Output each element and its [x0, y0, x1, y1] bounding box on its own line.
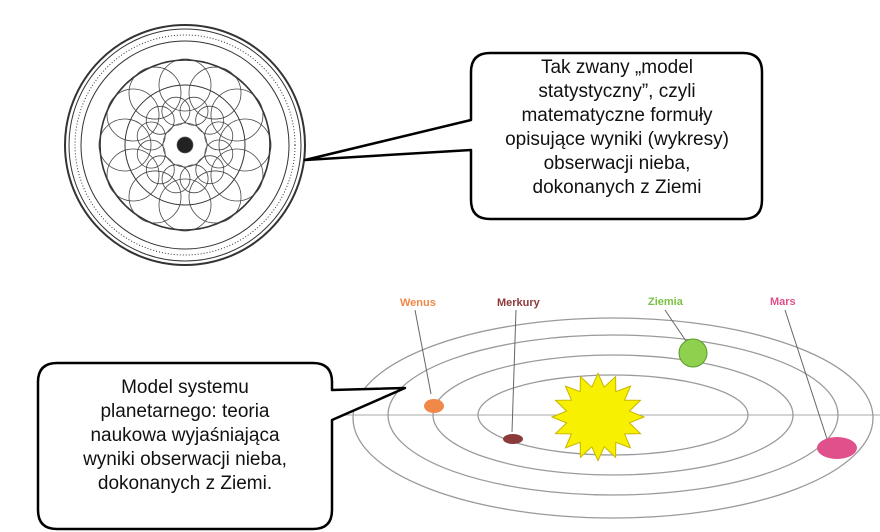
callout-top-line: dokonanych z Ziemi: [532, 177, 702, 198]
epicycle-loop: [188, 66, 242, 120]
callout-top-line: matematyczne formuły: [521, 105, 713, 126]
epicycle-loop: [158, 58, 212, 112]
solar-system-diagram: [330, 309, 880, 519]
planet-merkury: [503, 434, 523, 444]
epicycle-loop: [106, 88, 160, 142]
callout-bottom-text: Model systemu planetarnego: teoria nauko…: [40, 376, 330, 496]
epicycle-loop: [210, 148, 264, 202]
epicycle-loop: [195, 105, 225, 135]
epicycle-loop: [98, 118, 152, 172]
planet-ziemia: [678, 338, 708, 368]
ptolemaic-epicycle-diagram: [64, 24, 306, 266]
sun-core: [568, 387, 628, 447]
callout-bottom-line: wyniki obserwacji nieba,: [83, 449, 287, 470]
label-merkury: Merkury: [497, 297, 540, 309]
epicycle-loop: [145, 105, 175, 135]
callout-top-text: Tak zwany „model statystyczny”, czyli ma…: [472, 56, 762, 200]
callout-bottom-line: Model systemu: [121, 377, 249, 398]
orbit-wenus: [432, 354, 794, 476]
epicycle-loop: [145, 155, 175, 185]
orbit-ziemia: [387, 334, 839, 496]
epicycle-loop: [158, 178, 212, 232]
callout-top-line: Tak zwany „model: [540, 57, 694, 78]
planet-wenus: [424, 399, 444, 413]
label-mars: Mars: [770, 296, 796, 308]
epicycle-loop: [106, 148, 160, 202]
callout-bottom-line: dokonanych z Ziemi.: [97, 473, 273, 494]
planet-mars: [817, 437, 857, 459]
epicycle-loop: [210, 88, 264, 142]
orbit-mars: [352, 317, 874, 519]
callout-top-line: opisujące wyniki (wykresy): [505, 129, 729, 150]
callout-top-line: statystyczny”, czyli: [538, 81, 696, 102]
callout-bottom-line: naukowa wyjaśniająca: [90, 425, 280, 446]
epicycle-loop: [188, 170, 242, 224]
callout-top-line: obserwacji nieba,: [543, 153, 691, 174]
epicycle-loop: [218, 118, 272, 172]
label-wenus: Wenus: [400, 297, 436, 309]
epicycle-loop: [195, 155, 225, 185]
epicycle-loop: [128, 66, 182, 120]
epicycle-loop: [128, 170, 182, 224]
label-ziemia: Ziemia: [648, 296, 683, 308]
callout-bottom-line: planetarnego: teoria: [100, 401, 270, 422]
